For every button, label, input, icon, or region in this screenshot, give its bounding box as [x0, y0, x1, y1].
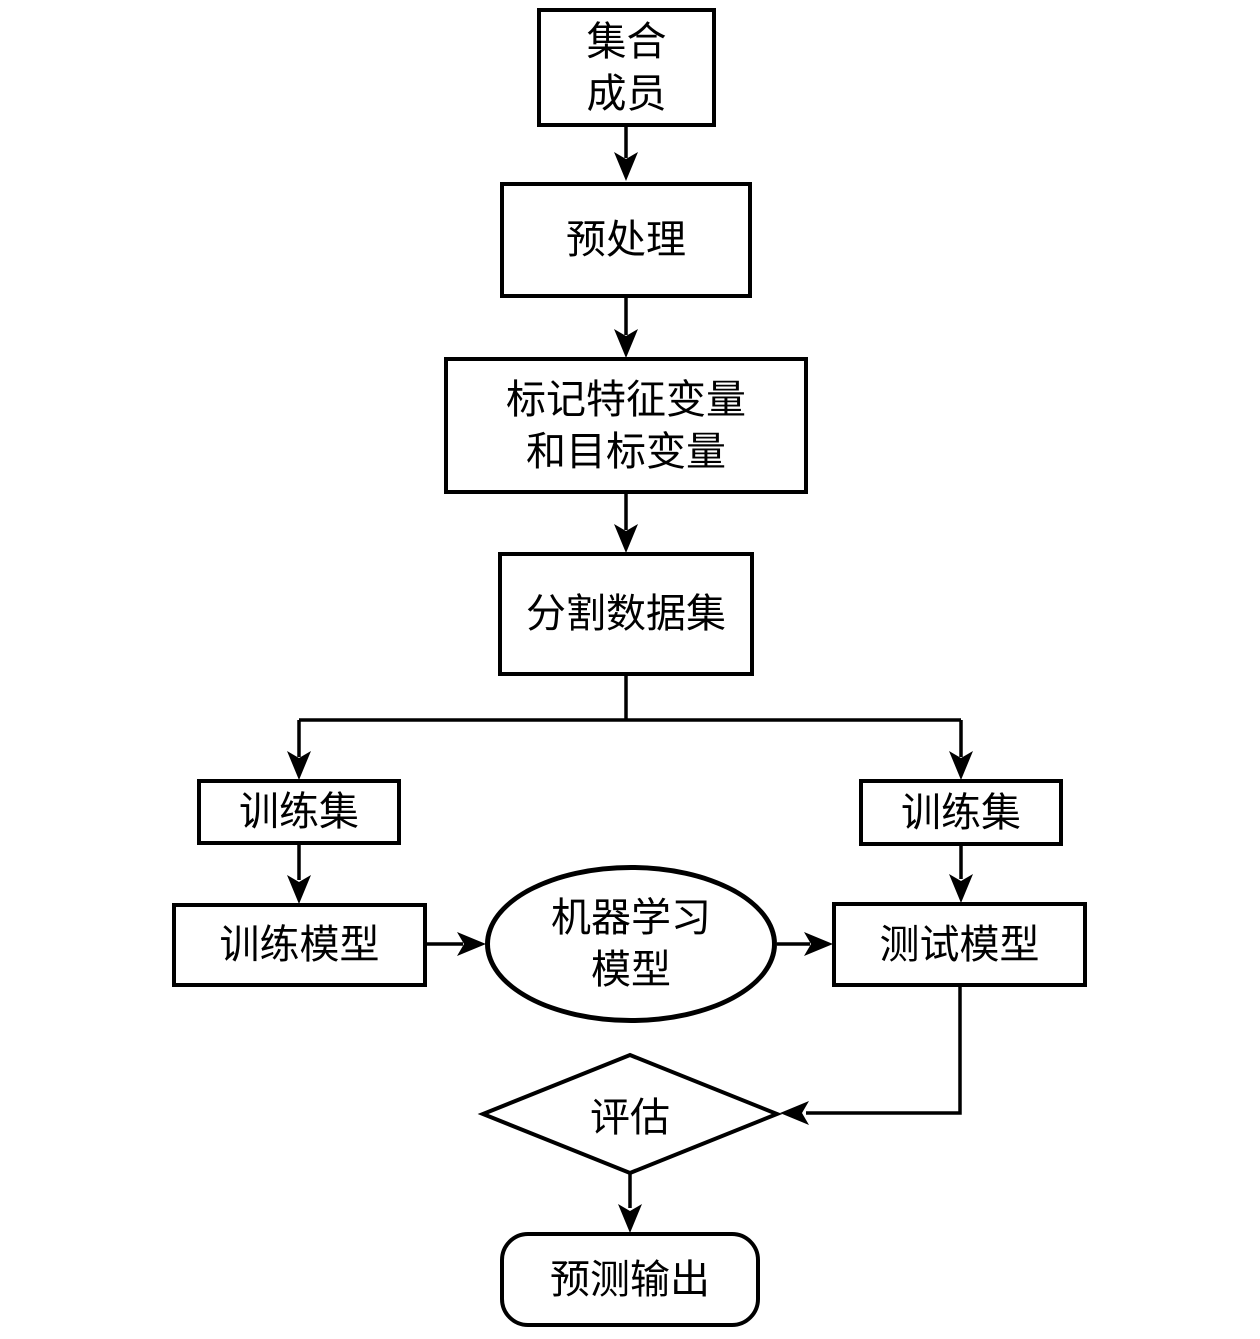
- arrowhead-down-icon: [287, 751, 311, 780]
- arrowhead-right-icon: [804, 932, 833, 956]
- arrowhead-down-icon: [614, 524, 638, 553]
- arrowhead-down-icon: [949, 751, 973, 780]
- node-ensemble-members: 集合 成员: [537, 8, 716, 127]
- node-label: 训练集: [901, 789, 1021, 835]
- node-label: 成员: [586, 70, 667, 116]
- node-label: 训练模型: [219, 922, 380, 967]
- node-label: 标记特征变量: [506, 376, 746, 422]
- node-preprocess: 预处理: [500, 182, 752, 298]
- node-label: 分割数据集: [526, 591, 726, 636]
- node-train-set-left: 训练集: [197, 779, 401, 845]
- node-evaluate-label: 评估: [550, 1088, 710, 1140]
- arrowhead-left-icon: [780, 1101, 809, 1125]
- node-label: 测试模型: [879, 921, 1040, 967]
- node-label: 预处理: [566, 217, 686, 262]
- evaluate-diamond-shape: [477, 1052, 783, 1176]
- node-test-model: 测试模型: [832, 902, 1087, 987]
- arrowhead-down-icon: [287, 875, 311, 904]
- node-mark-variables: 标记特征变量 和目标变量: [444, 357, 808, 494]
- connector-split-branch: [297, 676, 963, 757]
- arrowhead-down-icon: [949, 874, 973, 903]
- node-label: 评估: [590, 1095, 670, 1140]
- node-train-model: 训练模型: [172, 903, 427, 987]
- arrowhead-down-icon: [614, 329, 638, 358]
- connector-testmodel-to-evaluate: [806, 987, 962, 1115]
- node-label: 机器学习: [551, 895, 711, 940]
- node-prediction-output: 预测输出: [500, 1232, 760, 1327]
- node-label: 预测输出: [550, 1256, 710, 1302]
- node-ml-model-ellipse: 机器学习 模型: [485, 865, 777, 1023]
- node-label: 和目标变量: [526, 428, 726, 474]
- arrowhead-down-icon: [614, 152, 638, 181]
- node-split-dataset: 分割数据集: [498, 552, 754, 676]
- node-label: 训练集: [239, 789, 359, 834]
- node-label: 模型: [591, 947, 671, 992]
- arrowhead-right-icon: [457, 932, 486, 956]
- node-label: 集合: [586, 18, 667, 64]
- node-train-set-right: 训练集: [859, 779, 1063, 846]
- arrowhead-down-icon: [618, 1204, 642, 1233]
